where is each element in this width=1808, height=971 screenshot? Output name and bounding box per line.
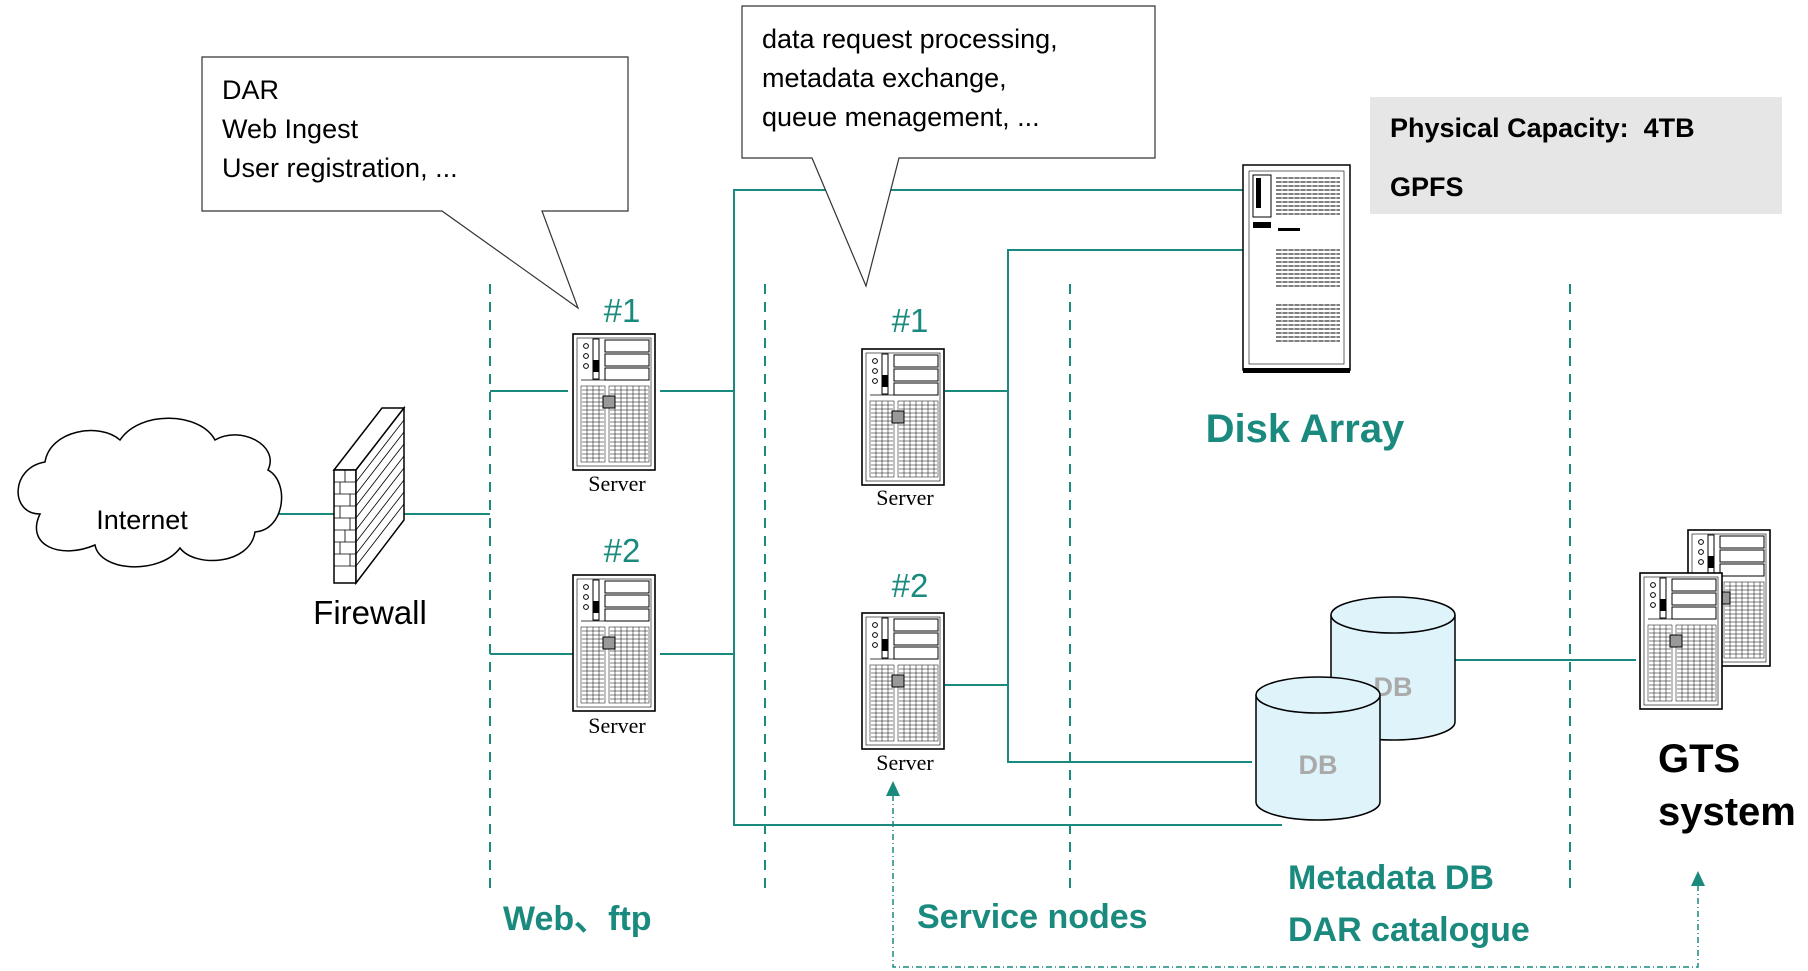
callout-service-line-1: data request processing, [762,24,1058,54]
gts-label-line-2: system [1658,790,1796,834]
server-icon [861,348,945,486]
web-server-1-number: #1 [604,292,641,329]
feedback-arrow [886,781,1705,968]
service-server-2-number: #2 [892,567,929,604]
service-server-2: #2 Server [861,567,945,775]
web-server-2-number: #2 [604,532,641,569]
callout-service: data request processing, metadata exchan… [741,5,1156,288]
web-server-1: #1 Server [572,292,656,496]
callout-service-line-2: metadata exchange, [762,63,1007,93]
db-front-label: DB [1299,750,1338,780]
zone-label-metadata-db: Metadata DB [1288,859,1494,897]
firewall-label: Firewall [313,594,427,631]
network-links [276,189,1636,826]
callout-web-line-2: Web Ingest [222,114,359,144]
web-server-2: #2 Server [572,532,656,738]
callout-web-line-3: User registration, ... [222,153,458,183]
service-server-2-label: Server [876,750,934,775]
web-server-2-label: Server [588,713,646,738]
disk-array-icon [1242,164,1351,373]
zone-label-dar-catalogue: DAR catalogue [1288,911,1530,949]
capacity-label: Physical Capacity: 4TB [1390,113,1695,143]
internet-cloud: Internet [17,417,283,568]
server-icon [572,574,656,712]
firewall-icon: Firewall [313,405,427,631]
db-cylinder-front: DB [1255,676,1381,821]
service-server-1: #1 Server [861,302,945,510]
filesystem-label: GPFS [1390,172,1464,202]
zone-label-service-nodes: Service nodes [917,898,1148,936]
gts-servers [1639,529,1771,710]
callout-service-line-3: queue menagement, ... [762,102,1040,132]
zone-label-web-ftp: Web、ftp [503,900,652,938]
callout-web-line-1: DAR [222,75,279,105]
disk-array-label: Disk Array [1206,407,1405,451]
callout-web: DAR Web Ingest User registration, ... [201,56,629,310]
server-icon [861,612,945,750]
service-server-1-label: Server [876,485,934,510]
internet-label: Internet [96,505,188,535]
gts-label-line-1: GTS [1658,737,1740,781]
db-cylinder-back: DB [1330,596,1456,741]
service-server-1-number: #1 [892,302,929,339]
storage-info-box: Physical Capacity: 4TB GPFS [1370,97,1782,214]
server-icon [572,333,656,471]
server-icon [1639,572,1723,710]
web-server-1-label: Server [588,471,646,496]
